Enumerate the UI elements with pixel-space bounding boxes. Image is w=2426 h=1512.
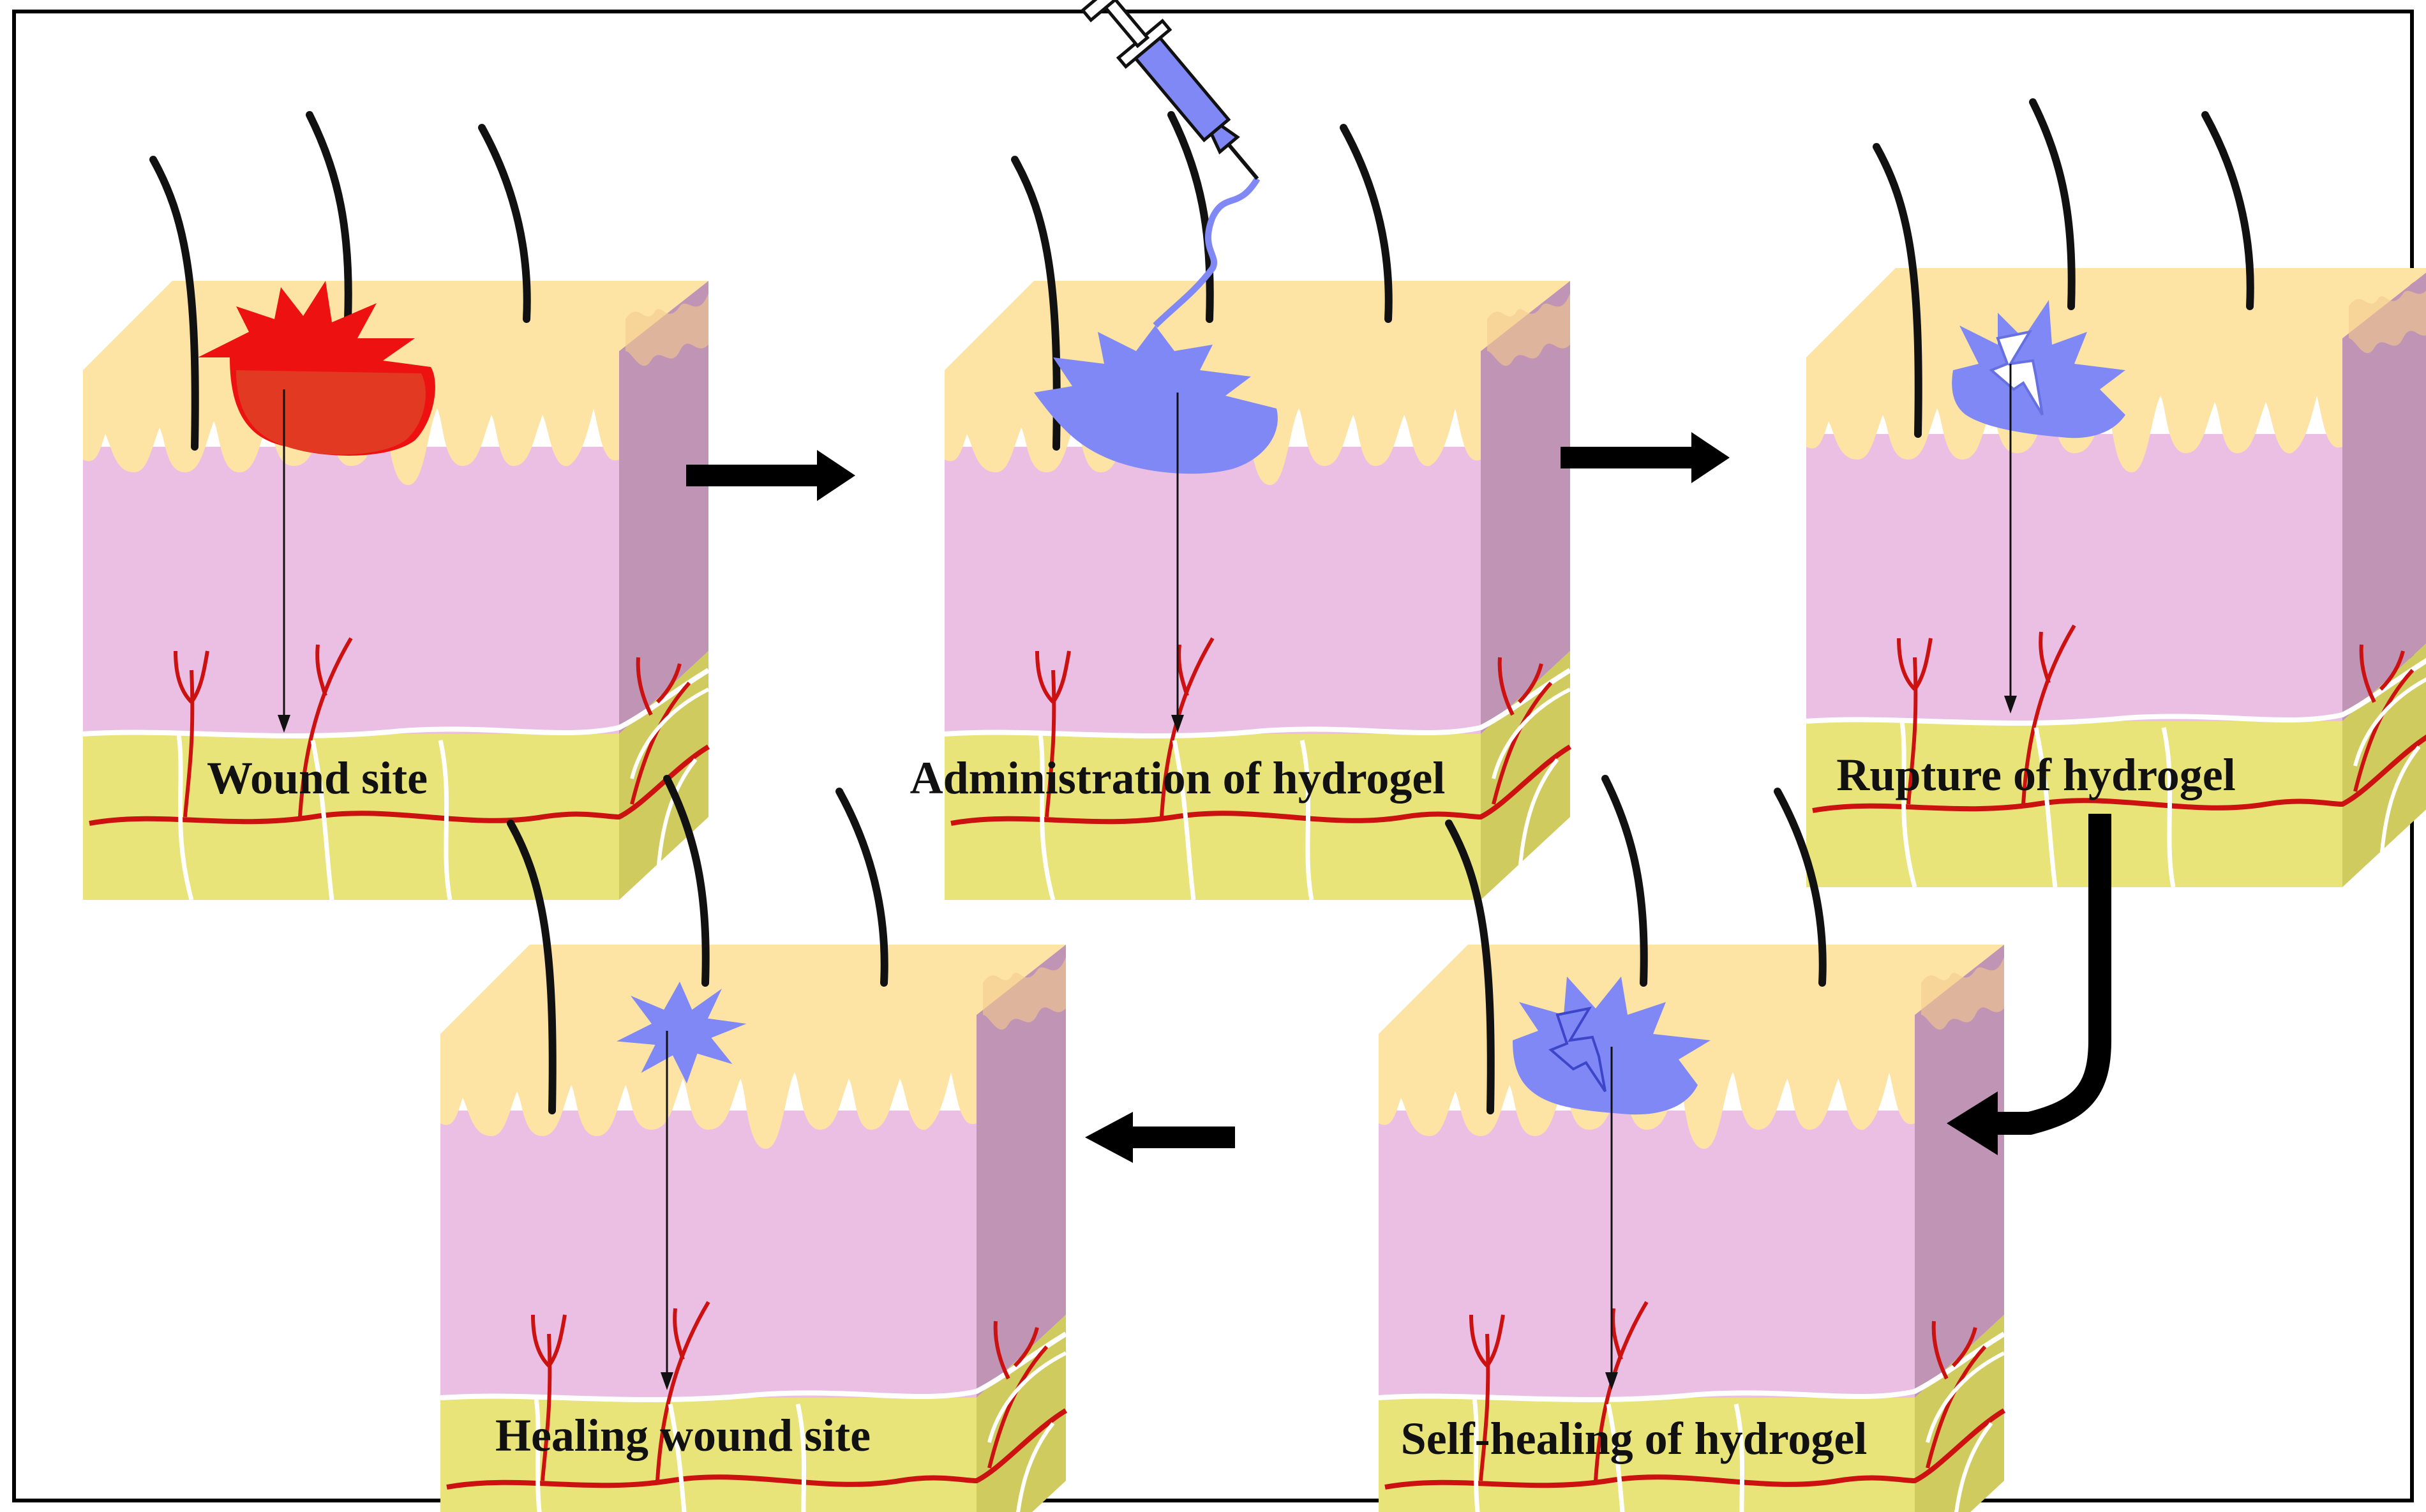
lightning-icon — [1548, 1007, 1606, 1093]
step-label-self-healing: Self-healing of hydrogel — [1400, 1413, 1868, 1464]
skin-block-wound — [83, 115, 708, 900]
arrow-right — [1561, 432, 1730, 483]
hydrogel-blob — [1513, 977, 1711, 1115]
arrow-right — [686, 450, 855, 501]
hydrogel-blob — [1952, 300, 2125, 438]
hydrogel-blob — [1034, 177, 1278, 474]
skin-block-administration — [945, 0, 1570, 900]
skin-block-healing — [440, 779, 1066, 1512]
syringe-icon — [1080, 0, 1259, 180]
step-label-wound-site: Wound site — [206, 752, 428, 804]
skin-block-self-healing — [1379, 779, 2004, 1512]
step-label-rupture: Rupture of hydrogel — [1836, 749, 2236, 800]
lightning-icon — [1989, 330, 2044, 416]
arrow-left — [1085, 1112, 1235, 1163]
curved-arrow — [1947, 814, 2111, 1155]
skin-block-rupture — [1806, 102, 2426, 887]
step-label-healing: Healing wound site — [495, 1410, 871, 1461]
step-label-administration: Administration of hydrogel — [910, 752, 1446, 804]
